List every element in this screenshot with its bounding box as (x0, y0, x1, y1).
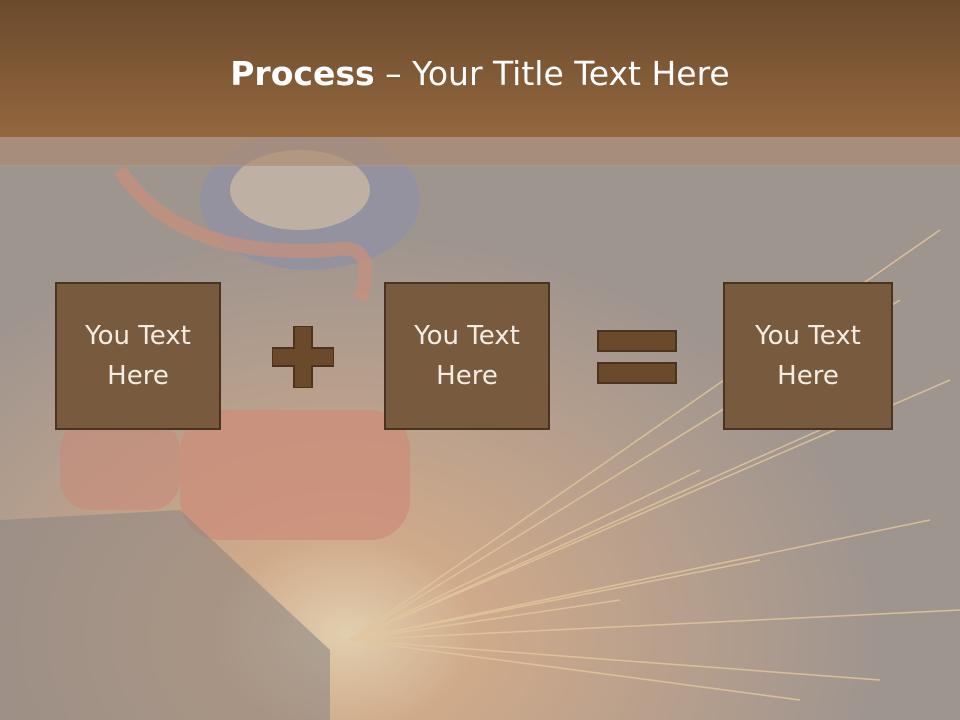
slide-title: Process – Your Title Text Here (0, 52, 960, 96)
header-band (0, 0, 960, 137)
text-box-1-label: You Text Here (85, 321, 191, 391)
text-box-3-label: You Text Here (755, 321, 861, 391)
title-rest: – Your Title Text Here (374, 54, 730, 93)
equals-icon (597, 330, 677, 384)
text-box-1[interactable]: You Text Here (55, 282, 221, 430)
title-bold: Process (230, 54, 375, 93)
header-stripe (0, 137, 960, 166)
plus-icon (272, 326, 334, 388)
text-box-2[interactable]: You Text Here (384, 282, 550, 430)
background-overlay (0, 165, 960, 720)
text-box-2-label: You Text Here (414, 321, 520, 391)
text-box-3[interactable]: You Text Here (723, 282, 893, 430)
